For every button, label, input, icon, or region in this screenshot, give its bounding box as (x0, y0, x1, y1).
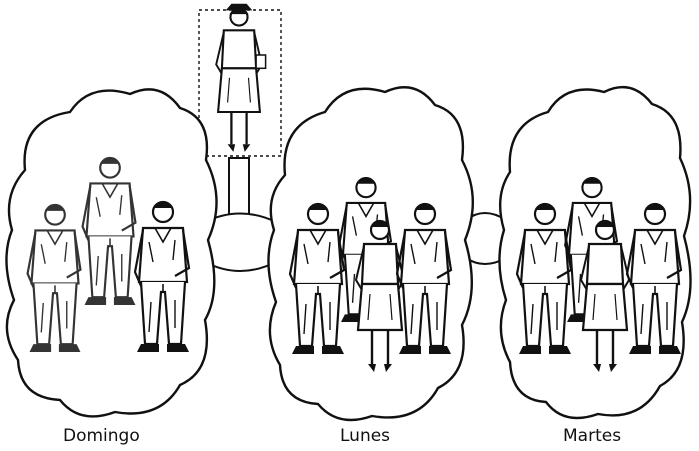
cloud-connector-1 (205, 214, 276, 272)
label-domingo: Domingo (63, 428, 140, 445)
label-martes: Martes (563, 428, 621, 445)
cloud-martes (499, 87, 690, 418)
newcomer-frame (199, 4, 281, 156)
cloud-domingo (6, 89, 216, 416)
woman-figure (216, 4, 265, 152)
label-lunes: Lunes (340, 428, 390, 445)
cloud-lunes (268, 87, 472, 420)
